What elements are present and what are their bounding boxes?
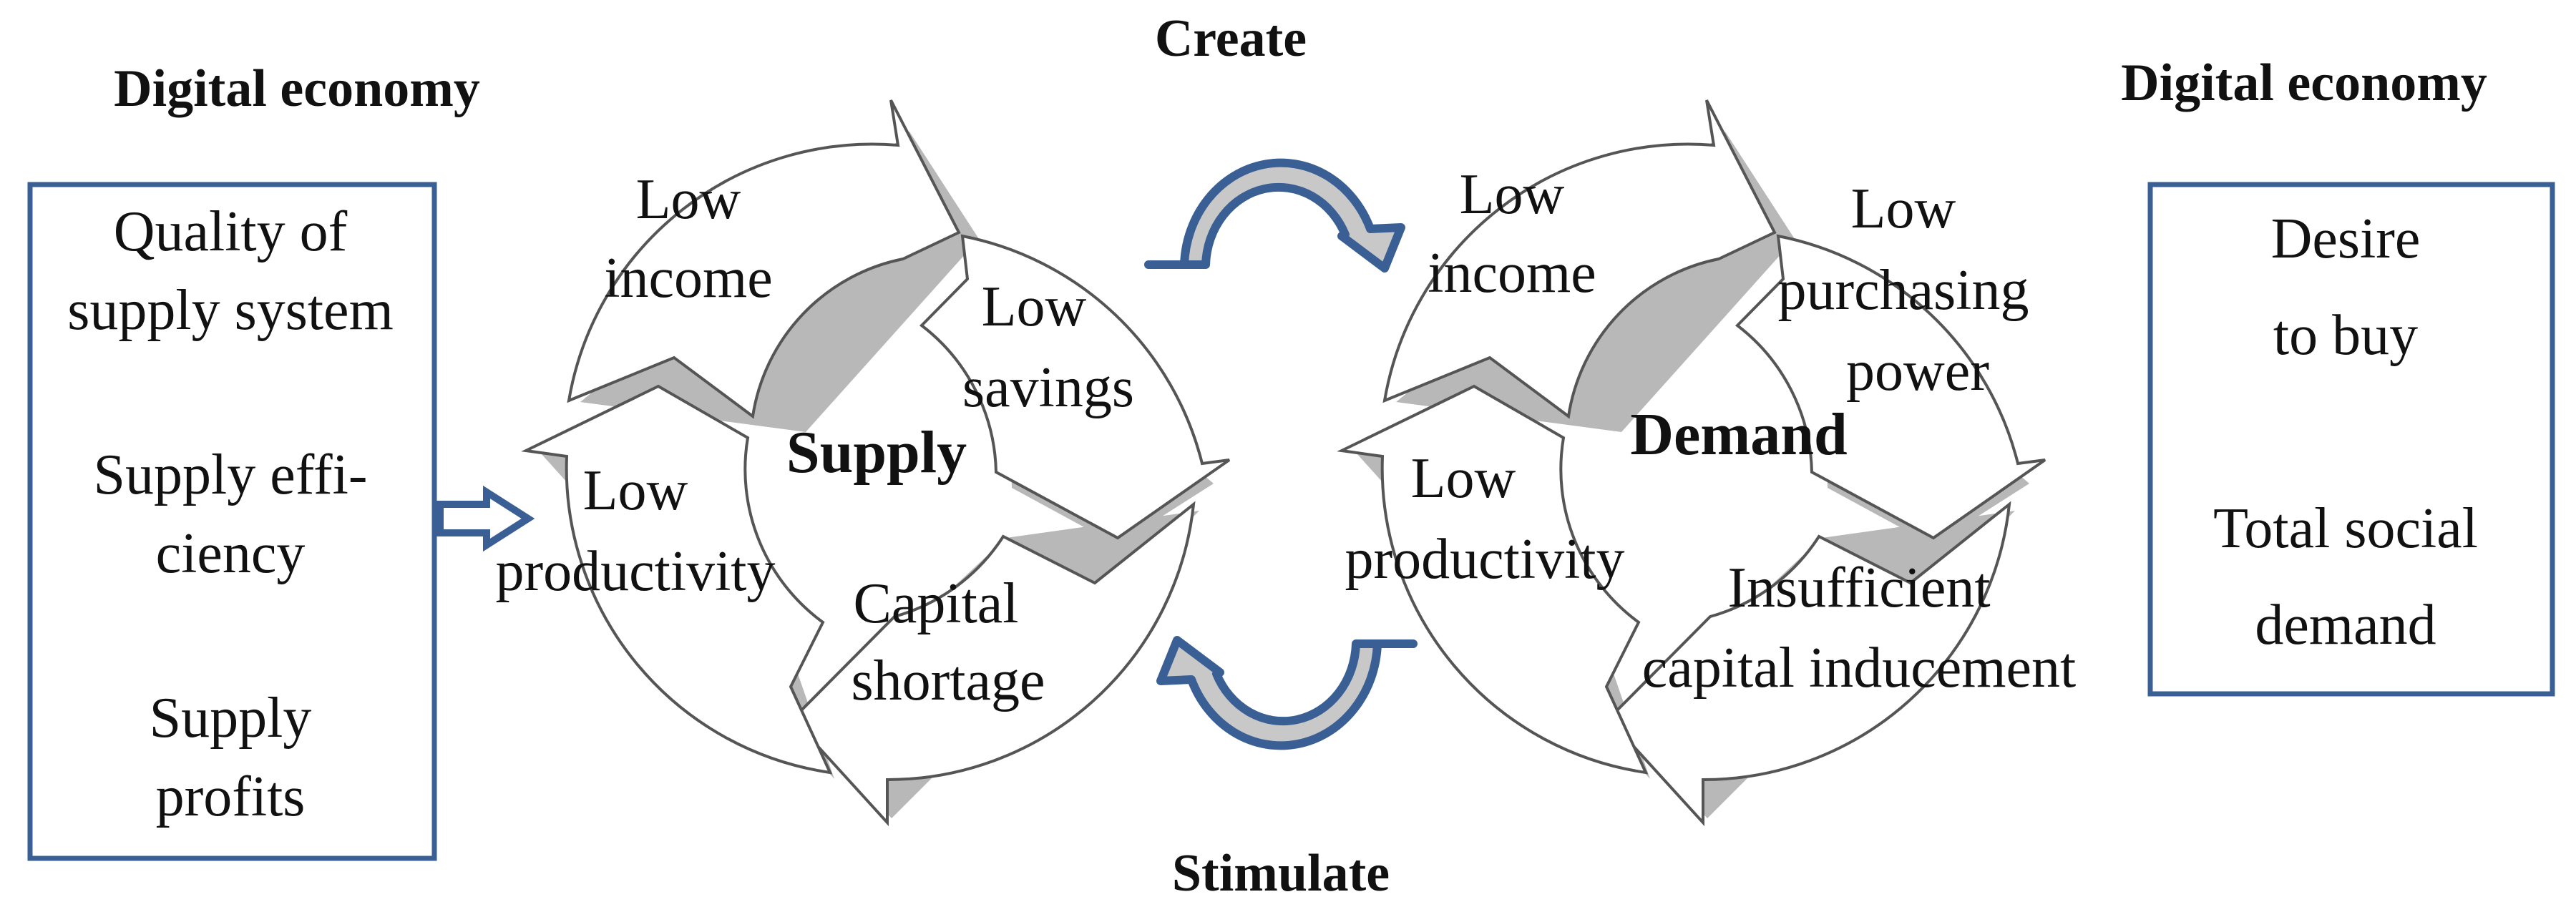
- supply-arrow-capital-shortage: [791, 501, 1196, 827]
- left-box-line-3: Supply effi-: [94, 443, 368, 506]
- demand-label-insufficient: Insufficient: [1727, 556, 1990, 619]
- left-box-line-6: profits: [156, 765, 306, 828]
- supply-label-low-3: Low: [583, 459, 688, 522]
- supply-arrow-low-income: [567, 99, 961, 419]
- supply-cycle: Low income Low savings Capital shortage …: [495, 99, 1231, 827]
- supply-center-label: Supply: [786, 419, 967, 486]
- demand-arrow-low-productivity: [1337, 384, 1649, 775]
- right-box: [2147, 182, 2555, 697]
- demand-label-productivity: productivity: [1345, 528, 1624, 591]
- supply-label-shortage: shortage: [851, 649, 1045, 712]
- box-to-supply-arrow: [436, 485, 535, 552]
- supply-arrow-low-productivity: [521, 384, 833, 775]
- create-connector: Create: [1144, 9, 1405, 273]
- left-box: [27, 182, 437, 861]
- demand-label-low-2: Low: [1851, 177, 1956, 240]
- demand-arrow-insufficient-capital: [1606, 501, 2011, 827]
- stimulate-curved-arrow: [1156, 636, 1418, 750]
- left-heading: Digital economy: [114, 59, 480, 118]
- demand-label-income: income: [1428, 242, 1596, 305]
- demand-arrow-low-purchasing-power: [1735, 234, 2046, 540]
- create-curved-arrow: [1144, 158, 1405, 273]
- demand-label-low-3: Low: [1411, 447, 1516, 510]
- supply-label-capital: Capital: [853, 572, 1018, 635]
- demand-arrow-low-income: [1382, 99, 1777, 419]
- right-box-line-4: demand: [2255, 594, 2436, 657]
- left-box-line-2: supply system: [67, 279, 394, 342]
- demand-cycle: Low income Low purchasing power Insuffic…: [1337, 99, 2076, 827]
- left-box-line-1: Quality of: [114, 200, 348, 263]
- right-box-line-3: Total social: [2213, 497, 2478, 560]
- supply-label-income: income: [604, 247, 772, 310]
- demand-label-power: power: [1846, 340, 1989, 403]
- supply-label-low-1: Low: [636, 168, 741, 231]
- right-box-text: Desire to buy Total social demand: [2213, 207, 2478, 657]
- supply-label-low-2: Low: [982, 275, 1087, 338]
- stimulate-label: Stimulate: [1172, 844, 1390, 903]
- demand-label-low-1: Low: [1460, 163, 1565, 226]
- create-label: Create: [1155, 9, 1307, 68]
- right-heading: Digital economy: [2121, 54, 2487, 112]
- supply-arrow-low-savings: [919, 234, 1231, 540]
- demand-center-label: Demand: [1630, 401, 1847, 468]
- left-box-text: Quality of supply system Supply effi- ci…: [67, 200, 394, 828]
- demand-label-capital-inducement: capital inducement: [1642, 637, 2076, 700]
- stimulate-connector: Stimulate: [1156, 636, 1418, 903]
- left-box-line-5: Supply: [150, 687, 312, 750]
- left-box-line-4: ciency: [156, 522, 306, 585]
- supply-label-productivity: productivity: [495, 540, 775, 603]
- right-box-line-2: to buy: [2273, 304, 2418, 367]
- demand-label-purchasing: purchasing: [1777, 259, 2029, 322]
- supply-label-savings: savings: [962, 356, 1134, 419]
- right-box-line-1: Desire: [2271, 207, 2421, 270]
